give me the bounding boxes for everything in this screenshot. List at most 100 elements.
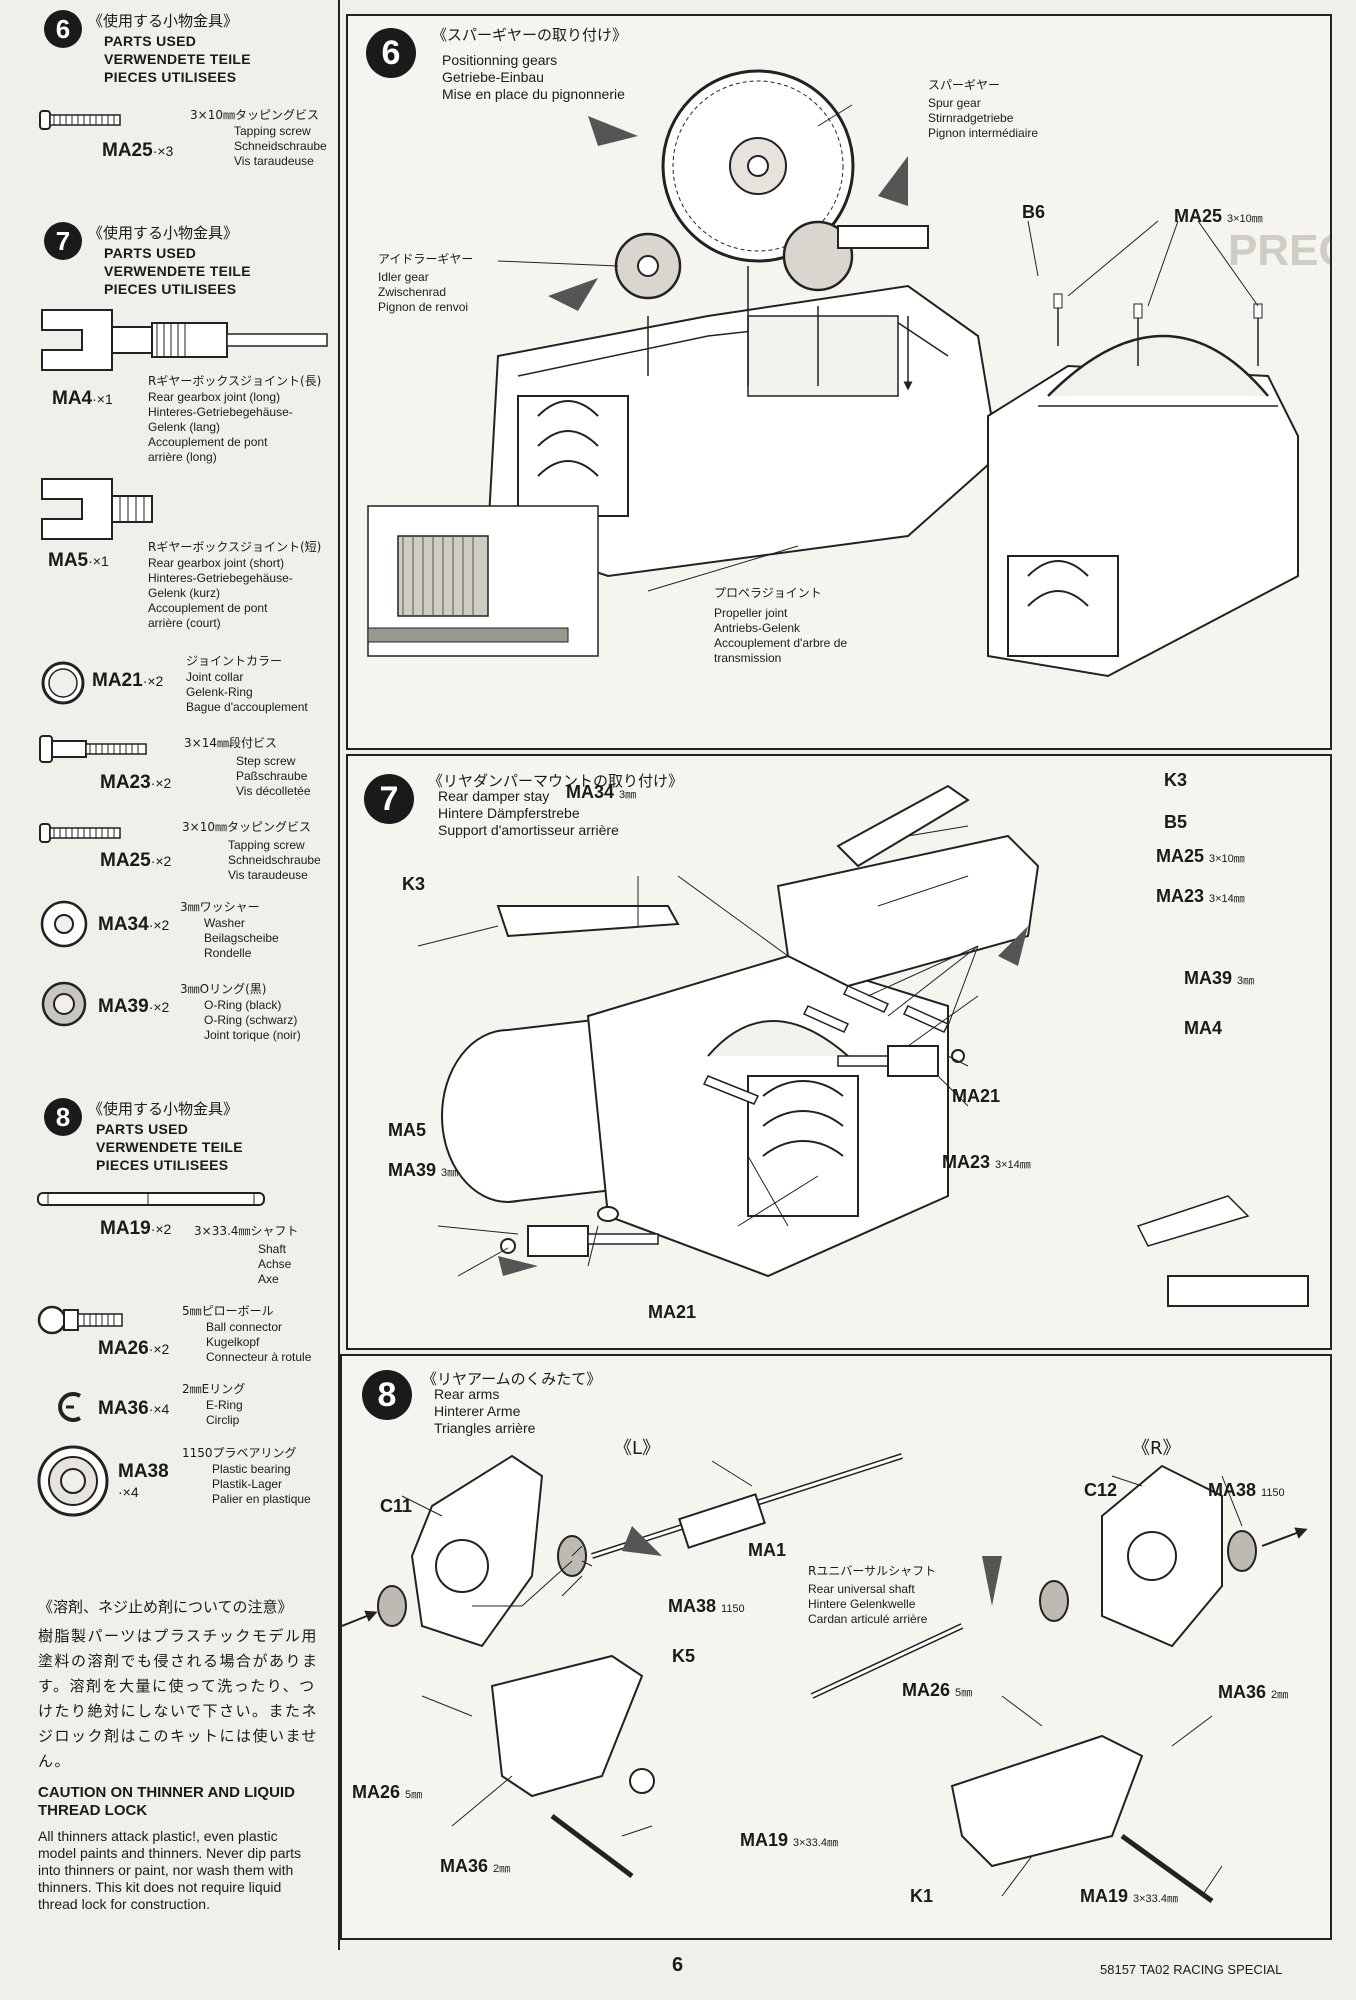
plastic-bearing-icon <box>37 1445 109 1517</box>
propeller-joint-jp: プロペラジョイント <box>714 586 822 600</box>
section6-number: 6 <box>44 10 82 48</box>
caution-jp-title: 《溶剤、ネジ止め剤についての注意》 <box>38 1598 293 1616</box>
ma34-desc: Washer Beilagscheibe Rondelle <box>204 916 279 960</box>
step8-panel: 8 《リヤアームのくみたて》 Rear arms Hinterer Arme T… <box>340 1354 1332 1940</box>
section7-jp-title: 《使用する小物金具》 <box>88 224 239 242</box>
ma1-callout: MA1 <box>748 1540 787 1560</box>
ma4-callout: MA4 <box>1184 1018 1223 1038</box>
ma21-code: MA21·×2 <box>92 670 164 691</box>
ma19-jp: 3×33.4㎜シャフト <box>194 1224 299 1238</box>
step8-assembly-diagram <box>342 1453 1308 1904</box>
idler-gear-label: Idler gear Zwischenrad Pignon de renvoi <box>378 270 469 314</box>
ma23-desc: Step screw Paßschraube Vis décolletée <box>236 754 311 798</box>
gearbox-joint-short-icon <box>41 478 153 540</box>
ma21-jp: ジョイントカラー <box>186 654 283 668</box>
ma26-jp: 5㎜ピローボール <box>182 1304 274 1318</box>
ma38-jp: 1150プラベアリング <box>182 1446 297 1460</box>
ma1-jp: Rユニバーサルシャフト <box>808 1564 937 1578</box>
ma39-code: MA39·×2 <box>98 996 170 1017</box>
ma36-code: MA36·×4 <box>98 1398 170 1419</box>
step7-number: 7 <box>364 774 414 824</box>
ma39-jp: 3㎜Oリング(黒) <box>180 982 267 996</box>
gearbox-joint-long-icon <box>41 309 328 371</box>
spur-gear-jp: スパーギヤー <box>928 78 1001 92</box>
ma4-desc: Rear gearbox joint (long) Hinteres-Getri… <box>148 390 293 464</box>
b5-callout: B5 <box>1164 812 1188 832</box>
k5-callout: K5 <box>672 1646 696 1666</box>
k3-callout-left: K3 <box>402 874 426 894</box>
step8-number: 8 <box>362 1370 412 1420</box>
section7-en-title: PARTS USED VERWENDETE TEILE PIECES UTILI… <box>104 245 251 297</box>
caution-en-body: All thinners attack plastic!, even plast… <box>38 1828 302 1912</box>
ma23-code: MA23·×2 <box>100 772 172 793</box>
caution-en-title: CAUTION ON THINNER AND LIQUID THREAD LOC… <box>38 1784 295 1819</box>
left-side-tag: 《L》 <box>614 1438 661 1459</box>
ma5-callout: MA5 <box>388 1120 427 1140</box>
right-side-tag: 《R》 <box>1132 1438 1181 1459</box>
step7-assembly-diagram <box>417 784 1309 1326</box>
c12-callout: C12 <box>1084 1480 1118 1500</box>
ma25-s6-jp: 3×10㎜タッピングビス <box>190 108 319 122</box>
ma39-desc: O-Ring (black) O-Ring (schwarz) Joint to… <box>204 998 301 1042</box>
section6-jp-title: 《使用する小物金具》 <box>88 12 239 30</box>
ma5-jp: Rギヤーボックスジョイント(短) <box>148 540 322 554</box>
ma25-s7-desc: Tapping screw Schneidschraube Vis taraud… <box>228 838 321 882</box>
ma1-desc: Rear universal shaft Hintere Gelenkwelle… <box>808 1582 928 1626</box>
ball-connector-icon <box>37 1305 123 1335</box>
ma19-code: MA19·×2 <box>100 1218 172 1239</box>
step6-panel: PRECAUTION 6 《スパーギヤーの取り付け》 Positionning … <box>346 14 1332 750</box>
ma25-s6-code: MA25·×3 <box>102 140 174 161</box>
c11-callout: C11 <box>380 1496 413 1516</box>
b6-callout: B6 <box>1022 202 1046 222</box>
joint-collar-icon <box>41 661 85 705</box>
ma21-desc: Joint collar Gelenk-Ring Bague d'accoupl… <box>186 670 308 714</box>
ma26-code: MA26·×2 <box>98 1338 170 1359</box>
section8-number: 8 <box>44 1098 82 1136</box>
ma34-jp: 3㎜ワッシャー <box>180 900 260 914</box>
step7-title: Rear damper stay Hintere Dämpferstrebe S… <box>438 788 619 838</box>
section6-en-title: PARTS USED VERWENDETE TEILE PIECES UTILI… <box>104 33 251 85</box>
ma25-s7-jp: 3×10㎜タッピングビス <box>182 820 311 834</box>
step6-assembly-diagram <box>367 69 1299 678</box>
ma38-code: MA38·×4 <box>118 1461 169 1501</box>
step7-jp-title: 《リヤダンパーマウントの取り付け》 <box>428 772 684 790</box>
e-ring-icon <box>58 1392 82 1422</box>
shaft-icon <box>37 1192 265 1206</box>
step-screw-icon <box>39 735 147 763</box>
caution-jp-body: 樹脂製パーツはプラスチックモデル用塗料の溶剤でも侵される場合があります。溶剤を大… <box>38 1627 319 1770</box>
model-name: 58157 TA02 RACING SPECIAL <box>1100 1962 1283 1977</box>
tapping-screw-icon <box>39 110 121 130</box>
step7-panel: 7 《リヤダンパーマウントの取り付け》 Rear damper stay Hin… <box>346 754 1332 1350</box>
ma25-s6-desc: Tapping screw Schneidschraube Vis taraud… <box>234 124 327 168</box>
idler-gear-jp: アイドラーギヤー <box>378 252 474 266</box>
page-number: 6 <box>672 1954 684 1976</box>
ma21-callout-left: MA21 <box>648 1302 697 1322</box>
column-divider <box>338 0 340 1950</box>
step6-number: 6 <box>366 28 416 78</box>
spur-gear-label: Spur gear Stirnradgetriebe Pignon interm… <box>928 96 1039 140</box>
step8-title: Rear arms Hinterer Arme Triangles arrièr… <box>434 1386 536 1436</box>
ma23-jp: 3×14㎜段付ビス <box>184 736 277 750</box>
section8-jp-title: 《使用する小物金具》 <box>88 1100 239 1118</box>
propeller-joint-label: Propeller joint Antriebs-Gelenk Accouple… <box>714 606 848 665</box>
ma21-callout-right: MA21 <box>952 1086 1001 1106</box>
k3-callout-top: K3 <box>1164 770 1188 790</box>
washer-icon <box>40 900 88 948</box>
ma5-code: MA5·×1 <box>48 550 109 571</box>
step6-jp-title: 《スパーギヤーの取り付け》 <box>432 26 628 44</box>
ma25-s7-code: MA25·×2 <box>100 850 172 871</box>
ma26-desc: Ball connector Kugelkopf Connecteur à ro… <box>206 1320 312 1364</box>
step6-title: Positionning gears Getriebe-Einbau Mise … <box>442 52 625 102</box>
